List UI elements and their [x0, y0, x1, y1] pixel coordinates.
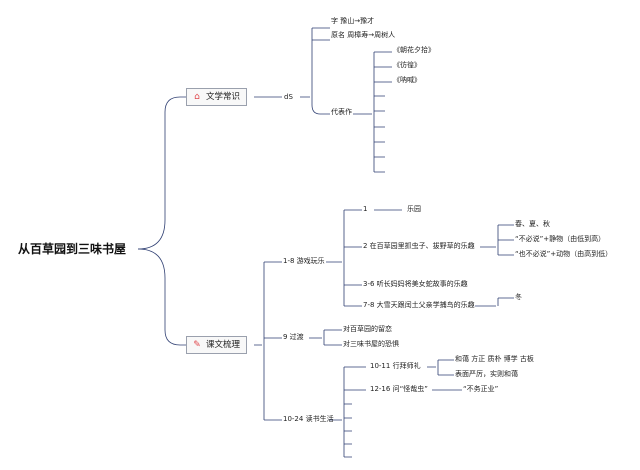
literature-item: 原名 周樟寿→周树人	[331, 31, 396, 39]
section-label: 9 过渡	[283, 333, 304, 341]
work-title: 《朝花夕拾》	[393, 46, 435, 54]
para-label: 2 在百草园里抓虫子、拔野草的乐趣	[363, 242, 475, 250]
pencil-icon: ✎	[193, 340, 201, 350]
connector-2-children	[480, 224, 514, 256]
branch-literature-label: 文学常识	[206, 92, 241, 102]
transition-item: 对百草园的留恋	[343, 325, 392, 333]
para-label: 3-6 听长妈妈将美女蛇故事的乐趣	[363, 280, 468, 288]
work-title: 《彷徨》	[393, 61, 421, 69]
branch-literature[interactable]: ⌂ 文学常识	[186, 88, 248, 106]
connector-section2	[309, 329, 342, 346]
study-detail: “不务正业”	[463, 385, 499, 393]
house-icon: ⌂	[194, 92, 200, 102]
connector-root-text	[137, 248, 186, 346]
connector-1011	[427, 359, 454, 376]
transition-item: 对三味书屋的恐惧	[343, 340, 399, 348]
work-title: 《呐喊》	[393, 76, 421, 84]
literature-child: dS	[284, 93, 293, 101]
study-label: 10-11 行拜师礼	[370, 362, 421, 370]
branch-text[interactable]: ✎ 课文梳理	[186, 336, 248, 354]
study-label: 12-16 问“怪哉虫”	[370, 385, 428, 393]
para-detail: “不必说”+静物（由低到高）	[515, 235, 606, 243]
para-label: 1	[363, 205, 368, 213]
connector-78-winter	[475, 297, 514, 307]
para-detail: 春、夏、秋	[515, 220, 550, 228]
root-title: 从百草园到三味书屋	[18, 242, 127, 256]
para-child: 乐园	[407, 205, 421, 213]
para-detail: 冬	[515, 293, 522, 301]
connector-text-sections	[254, 261, 282, 421]
works-label: 代表作	[331, 108, 352, 116]
section-label: 10-24 读书生活	[283, 415, 334, 423]
literature-item: 字 豫山→豫才	[331, 17, 375, 25]
connector-root-literature	[137, 96, 186, 250]
section-label: 1-8 游戏玩乐	[283, 257, 325, 265]
connector-section3	[329, 366, 366, 458]
branch-text-label: 课文梳理	[206, 340, 241, 350]
connector-works	[353, 51, 392, 173]
study-detail: 表面严厉，实则和蔼	[455, 370, 518, 378]
para-detail: “也不必说”+动物（由高到低）	[515, 250, 613, 258]
para-label: 7-8 大雪天跟闰土父亲学捕鸟的乐趣	[363, 301, 475, 309]
connector-section1	[326, 209, 362, 307]
study-detail: 和蔼 方正 质朴 博学 古板	[455, 355, 534, 363]
connector-ds-items	[300, 27, 330, 115]
